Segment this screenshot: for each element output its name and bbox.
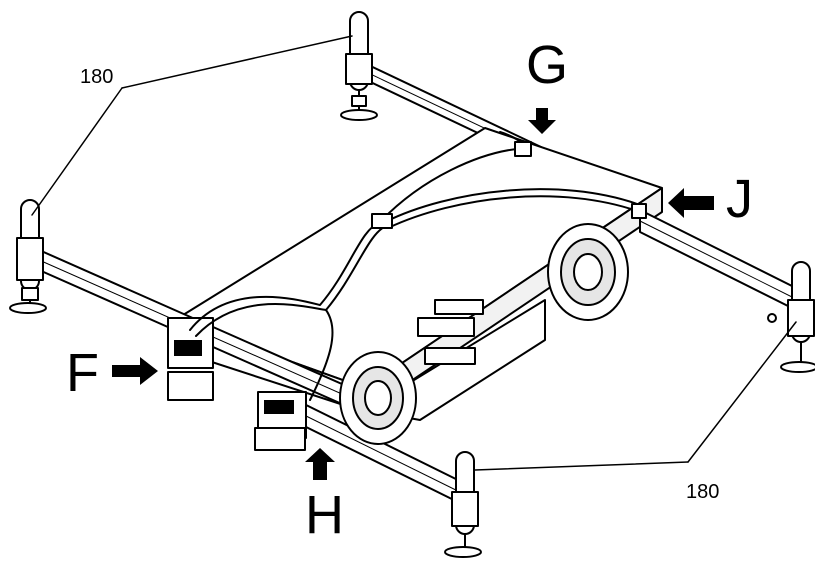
junction-box <box>371 213 393 229</box>
arrow-f <box>112 357 158 385</box>
upright-right <box>780 261 815 373</box>
callout-h: H <box>305 485 344 545</box>
connector-plug-j <box>631 203 647 219</box>
callout-g: G <box>526 35 569 95</box>
part-number-180-top: 180 <box>80 66 114 88</box>
front-wheel <box>339 351 417 445</box>
arrow-g <box>528 108 556 134</box>
callout-j: J <box>726 169 753 229</box>
part-number-180-bottom: 180 <box>686 481 720 503</box>
upright-front <box>444 451 482 558</box>
connector-plug-g <box>514 141 532 157</box>
connector-block-front <box>254 391 307 451</box>
leader-lines-180-bottom <box>474 321 797 471</box>
upright-left <box>9 199 47 314</box>
right-outrigger-beam <box>639 209 801 323</box>
rear-wheel <box>547 223 629 321</box>
arrow-j <box>668 188 714 218</box>
callout-f: F <box>66 343 99 403</box>
leader-lines-180-top <box>31 35 353 216</box>
upright-back-left <box>340 11 378 121</box>
arrow-h <box>305 448 335 480</box>
connector-block-left <box>167 317 214 401</box>
